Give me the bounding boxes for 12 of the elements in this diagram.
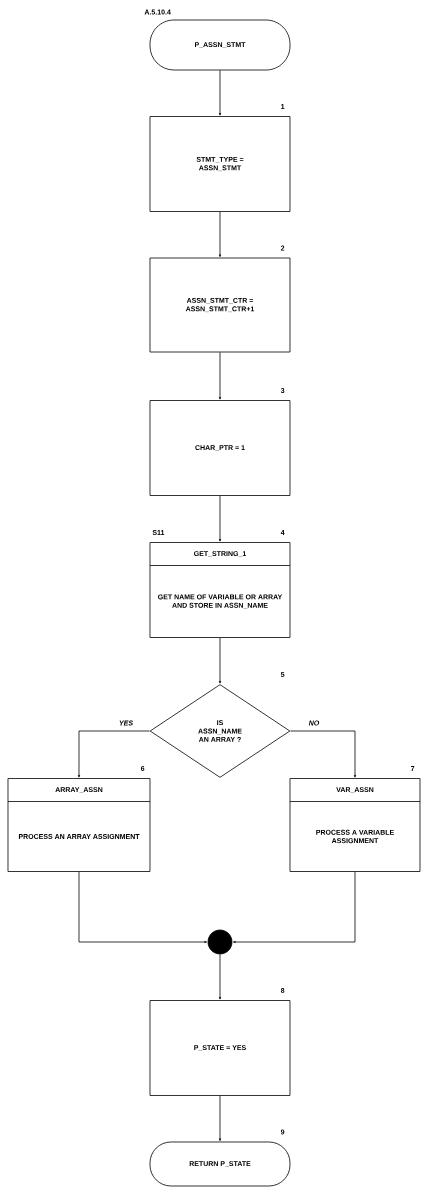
arrow	[218, 211, 222, 257]
arrow	[78, 871, 207, 944]
arrow	[218, 495, 222, 542]
arrow	[233, 871, 356, 944]
arrow	[218, 352, 222, 400]
arrow	[290, 730, 357, 778]
junction-dot	[207, 929, 233, 955]
arrow	[218, 637, 222, 684]
arrow	[218, 70, 222, 116]
arrow	[77, 730, 150, 778]
arrow	[218, 954, 222, 1000]
arrow	[218, 1095, 222, 1141]
